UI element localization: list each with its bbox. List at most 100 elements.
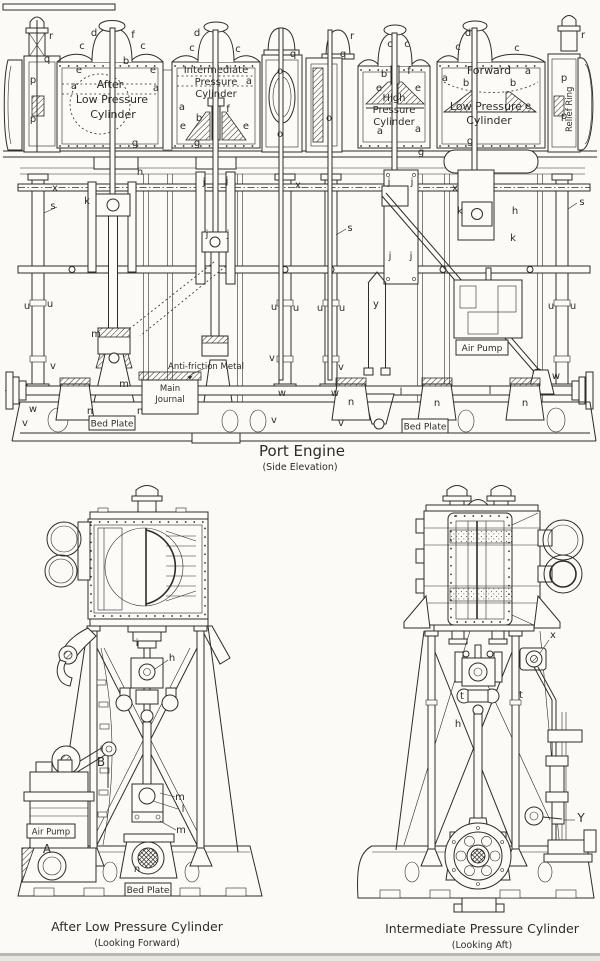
part-letter-k: k (457, 206, 463, 217)
part-letter-v: v (269, 353, 275, 364)
part-letter-s: s (347, 223, 352, 234)
part-letter-o: o (326, 113, 332, 124)
figure-subcaption: (Side Elevation) (262, 462, 337, 473)
part-letter-k: k (510, 233, 516, 244)
part-letter-h: h (512, 206, 518, 217)
part-letter-c: c (79, 41, 85, 52)
main-journal-label-line: Journal (154, 395, 184, 405)
ip-valve-chest-casing (415, 510, 541, 628)
right-valve-stand (547, 15, 594, 153)
cylinder-name-line: Cylinder (90, 108, 136, 121)
after-lp-motion (87, 181, 137, 403)
bed-plate-box-right: Bed Plate (401, 418, 449, 434)
part-letter-u: u (570, 301, 576, 312)
part-letter-y: y (373, 299, 379, 310)
part-letter-u: u (317, 303, 323, 314)
part-letter-b: b (381, 69, 387, 80)
part-letter-m: m (176, 825, 186, 836)
part-letter-i: i (136, 638, 139, 649)
air-pump-label: Air Pump (462, 344, 503, 354)
part-letter-x: x (550, 630, 556, 641)
part-letter-q: q (340, 49, 346, 60)
part-letter-a: a (179, 102, 185, 113)
part-letter-t: t (460, 691, 464, 702)
part-letter-e: e (525, 101, 531, 112)
part-letter-b: b (123, 56, 129, 67)
leader-lines (43, 202, 578, 380)
part-letter-l: l (400, 387, 403, 398)
part-letter-j: j (205, 229, 209, 240)
main-journal-block (138, 371, 202, 415)
part-letter-j: j (226, 229, 230, 240)
forward-lp-cylinder-label: Forward Low Pressure Cylinder (450, 64, 522, 127)
part-letter-l: l (182, 804, 185, 815)
bed-plate-label: Bed Plate (91, 420, 134, 430)
part-letter-w: w (29, 404, 37, 415)
figure-caption: Port Engine (259, 442, 345, 460)
part-letter-i: i (518, 716, 521, 727)
part-letter-m: m (175, 792, 185, 803)
part-letter-f: f (131, 30, 135, 41)
part-letter-r: r (581, 30, 586, 41)
part-letter-w: w (552, 371, 560, 382)
part-letter-d: d (194, 28, 200, 39)
part-letter-p: p (30, 114, 36, 125)
part-letter-n: n (87, 406, 93, 417)
part-letter-e: e (243, 121, 249, 132)
figure-caption: After Low Pressure Cylinder (51, 919, 224, 934)
part-letter-j: j (387, 177, 391, 188)
after-lp-cylinder-label: After Low Pressure Cylinder (76, 78, 148, 121)
part-letter-p: p (561, 111, 567, 122)
ip-crank-disc (444, 822, 512, 890)
part-letter-e: e (150, 65, 156, 76)
part-letter-g: g (418, 147, 424, 158)
part-letter-m: m (91, 329, 101, 340)
part-letter-o: o (277, 66, 283, 77)
alp-crosshead (115, 625, 179, 723)
turned-column (550, 173, 574, 393)
alp-bracket-arm (56, 627, 97, 687)
part-letter-n: n (434, 398, 440, 409)
alp-exhaust-pipes (44, 521, 91, 588)
cylinder-name-line: After (97, 78, 124, 91)
air-pump-label: Air Pump (32, 828, 70, 838)
part-letter-q: q (290, 49, 296, 60)
cylinder-name-line: Cylinder (195, 89, 237, 100)
part-letter-j: j (410, 177, 414, 188)
part-letter-h: h (455, 719, 461, 730)
alp-connecting-rod (131, 659, 179, 831)
air-pump-side (453, 267, 523, 339)
part-letter-j: j (388, 251, 392, 262)
part-letter-v: v (50, 361, 56, 372)
part-letter-p: p (30, 75, 36, 86)
part-letter-v: v (22, 418, 28, 429)
pump-link-rods (363, 271, 391, 376)
bed-plate-box-left: Bed Plate (88, 415, 136, 431)
part-letter-c: c (514, 43, 520, 54)
left-end-cover (3, 20, 61, 153)
part-letter-j: j (409, 251, 413, 262)
part-letter-x: x (452, 183, 458, 194)
air-pump-box-label: Air Pump (455, 339, 509, 356)
figure-subcaption: (Looking Aft) (452, 940, 512, 951)
relief-ring-label: Relief Ring (565, 87, 575, 132)
part-letter-c: c (140, 41, 146, 52)
cylinder-name-line: Intermediate (184, 65, 249, 76)
ip-valve-gear-bracket (519, 639, 557, 701)
part-letter-n: n (522, 398, 528, 409)
cylinder-name-line: Low Pressure (76, 93, 148, 106)
cylinder-name-line: Cylinder (373, 117, 415, 128)
part-letter-r: r (350, 31, 355, 42)
part-letter-g: g (132, 138, 138, 149)
part-letter-x: x (52, 183, 58, 194)
part-letter-h: h (137, 167, 143, 178)
part-letter-b: b (510, 78, 516, 89)
cylinder-name-line: High (383, 93, 406, 104)
intermediate-motion (127, 171, 236, 403)
figure-caption: Intermediate Pressure Cylinder (385, 921, 580, 936)
